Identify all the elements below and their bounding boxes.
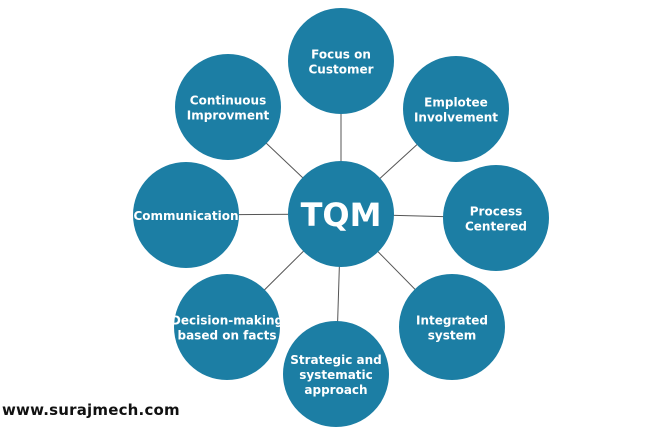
node-communication: Communication	[133, 162, 239, 268]
node-circle-focus-on-customer	[288, 8, 394, 114]
outer-nodes: Focus onCustomerEmploteeInvolvementProce…	[133, 8, 549, 427]
node-label-strategic-approach: Strategic and	[290, 353, 382, 367]
node-label-focus-on-customer: Focus on	[311, 48, 371, 62]
node-label-continuous-improvement: Continuous	[190, 94, 266, 108]
node-circle-strategic-approach	[283, 321, 389, 427]
node-label-strategic-approach: systematic	[299, 368, 373, 382]
node-label-employee-involvement: Involvement	[414, 111, 498, 125]
node-circle-employee-involvement	[403, 56, 509, 162]
node-label-continuous-improvement: Improvment	[187, 109, 270, 123]
node-label-focus-on-customer: Customer	[308, 63, 373, 77]
node-label-process-centered: Process	[470, 205, 523, 219]
hub-label: TQM	[301, 196, 382, 234]
node-circle-decision-making	[174, 274, 280, 380]
node-label-process-centered: Centered	[465, 220, 527, 234]
node-label-strategic-approach: approach	[304, 383, 367, 397]
node-circle-communication	[133, 162, 239, 268]
node-label-integrated-system: Integrated	[416, 314, 488, 328]
node-label-integrated-system: system	[428, 329, 477, 343]
node-circle-continuous-improvement	[175, 54, 281, 160]
node-circle-integrated-system	[399, 274, 505, 380]
hub-node: TQM	[288, 161, 394, 267]
node-label-communication: Communication	[133, 209, 238, 223]
node-label-employee-involvement: Emplotee	[424, 96, 488, 110]
node-label-decision-making: based on facts	[177, 329, 276, 343]
node-label-decision-making: Decision-making	[171, 314, 283, 328]
hub-circle	[288, 161, 394, 267]
watermark-text: www.surajmech.com	[2, 401, 180, 419]
node-circle-process-centered	[443, 165, 549, 271]
